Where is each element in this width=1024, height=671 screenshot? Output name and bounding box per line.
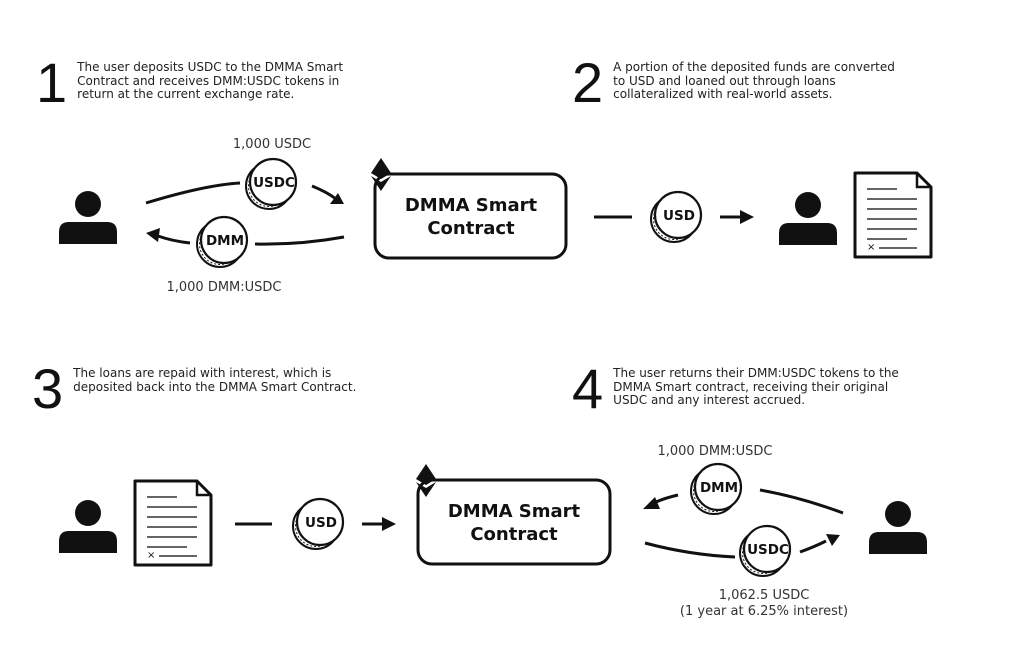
bottom-contract-box bbox=[416, 478, 612, 566]
step-3-number: 3 bbox=[32, 357, 64, 420]
bottom-return-line-left bbox=[655, 493, 679, 504]
person-icon bbox=[779, 192, 837, 245]
step-2: 2 A portion of the deposited funds are c… bbox=[572, 51, 898, 114]
top-return-line-right bbox=[254, 235, 345, 246]
arrow-icon bbox=[146, 228, 160, 242]
top-usdc-coin-label: USDC bbox=[253, 175, 295, 191]
arrow-icon bbox=[643, 497, 660, 509]
step-2-text: A portion of the deposited funds are con… bbox=[613, 60, 895, 101]
step-2-number: 2 bbox=[572, 51, 604, 114]
top-deposit-line-left bbox=[145, 181, 241, 205]
bottom-usd-coin: USD bbox=[291, 497, 345, 551]
top-usdc-coin: USDC bbox=[244, 157, 298, 211]
person-icon bbox=[59, 191, 117, 244]
bottom-receive-line-left bbox=[644, 541, 736, 559]
bottom-return-line-right bbox=[759, 488, 844, 515]
bottom-usdc-coin-label: USDC bbox=[747, 542, 789, 558]
bottom-contract: DMMA Smart Contract bbox=[416, 464, 612, 566]
document-icon bbox=[853, 171, 933, 259]
bottom-receive-label: 1,062.5 USDC bbox=[719, 588, 810, 603]
bottom-usd-coin-label: USD bbox=[305, 515, 337, 531]
person-icon bbox=[59, 500, 117, 553]
bottom-return-label: 1,000 DMM:USDC bbox=[657, 444, 772, 459]
bottom-borrower bbox=[59, 500, 117, 553]
arrow-icon bbox=[740, 210, 754, 224]
top-receive-label: 1,000 DMM:USDC bbox=[166, 280, 281, 295]
top-usd-coin-label: USD bbox=[663, 208, 695, 224]
bottom-contract-line1: DMMA Smart bbox=[448, 501, 581, 522]
top-deposit-label: 1,000 USDC bbox=[233, 137, 311, 152]
top-contract: DMMA Smart Contract bbox=[371, 158, 568, 260]
step-3: 3 The loans are repaid with interest, wh… bbox=[32, 357, 358, 420]
step-3-text: The loans are repaid with interest, whic… bbox=[73, 366, 357, 394]
step-1: 1 The user deposits USDC to the DMMA Sma… bbox=[36, 51, 372, 114]
top-return-line-left bbox=[157, 234, 191, 245]
step-4-text: The user returns their DMM:USDC tokens t… bbox=[613, 366, 899, 407]
top-usd-coin: USD bbox=[649, 190, 703, 244]
top-deposit-line-right bbox=[311, 184, 337, 201]
document-icon bbox=[133, 479, 213, 567]
bottom-dmm-coin-label: DMM bbox=[700, 480, 738, 496]
top-loan-document bbox=[853, 171, 933, 259]
top-borrower bbox=[779, 192, 837, 245]
top-user bbox=[59, 191, 117, 244]
step-1-text: The user deposits USDC to the DMMA Smart… bbox=[77, 60, 344, 101]
bottom-user bbox=[869, 501, 927, 554]
step-4-number: 4 bbox=[572, 357, 604, 420]
step-4: 4 The user returns their DMM:USDC tokens… bbox=[572, 357, 913, 420]
step-1-number: 1 bbox=[36, 51, 68, 114]
top-contract-box bbox=[373, 172, 568, 260]
arrow-icon bbox=[826, 534, 840, 546]
person-icon bbox=[869, 501, 927, 554]
arrow-icon bbox=[330, 193, 344, 204]
top-contract-line2: Contract bbox=[427, 218, 515, 239]
bottom-receive-line-right bbox=[799, 539, 827, 554]
bottom-dmm-coin: DMM bbox=[689, 462, 743, 516]
top-contract-line1: DMMA Smart bbox=[405, 195, 538, 216]
arrow-icon bbox=[382, 517, 396, 531]
top-dmm-coin: DMM bbox=[195, 215, 249, 269]
top-dmm-coin-label: DMM bbox=[206, 233, 244, 249]
bottom-usdc-coin: USDC bbox=[738, 524, 792, 578]
bottom-contract-line2: Contract bbox=[470, 524, 558, 545]
bottom-loan-document bbox=[133, 479, 213, 567]
bottom-receive-note: (1 year at 6.25% interest) bbox=[680, 604, 848, 619]
